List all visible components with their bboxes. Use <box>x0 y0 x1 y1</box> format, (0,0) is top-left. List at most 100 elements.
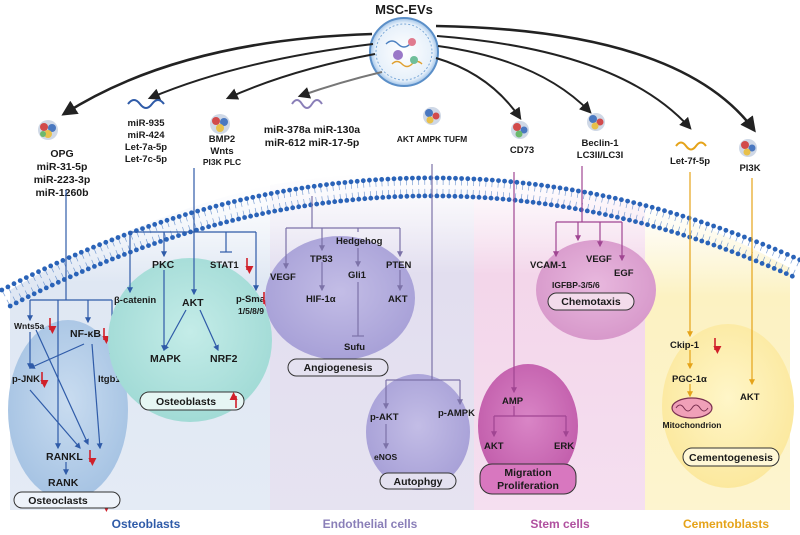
mirna-line-4: Let-7c-5p <box>125 154 167 165</box>
column-cemento: Cementoblasts <box>683 517 769 531</box>
hif-node: HIF-1α <box>306 294 336 305</box>
mapk-node: MAPK <box>150 353 181 365</box>
opg-line-3: miR-223-3p <box>34 174 91 186</box>
erk-node: ERK <box>554 441 574 452</box>
column-osteoblasts: Osteoblasts <box>112 517 181 531</box>
column-stem: Stem cells <box>530 517 590 531</box>
bmp-line-1: BMP2 <box>209 134 235 145</box>
opg-line-4: miR-1260b <box>35 187 88 199</box>
rna-icon-angio <box>291 99 323 109</box>
protein-icon-opg <box>38 120 58 140</box>
enos-node: eNOS <box>374 452 397 462</box>
beclin-line-1: Beclin-1 <box>582 138 620 149</box>
source-label: MSC-EVs <box>375 2 433 17</box>
osteoclast-outcome: Osteoclasts <box>28 495 88 507</box>
migration-akt-node: AKT <box>484 441 504 452</box>
opg-line-2: miR-31-5p <box>37 161 88 173</box>
protein-icon-pi3k <box>739 139 757 157</box>
egf-node: EGF <box>614 268 634 279</box>
angiogenesis-oval <box>265 236 415 360</box>
rna-icon-let7f <box>675 141 707 151</box>
mitochondrion-icon <box>671 397 713 419</box>
osteoblast-panel: β-catenin PKC AKT STAT1 p-Smad 1/5/8/9 M… <box>108 168 272 422</box>
cemento-outcome-pill <box>682 447 780 467</box>
pampk-node: p-AMPK <box>438 408 475 419</box>
angiogenesis-panel: VEGF TP53 HIF-1α Hedgehog Gli1 Sufu PTEN… <box>265 196 415 377</box>
migration-outcome-box <box>479 463 577 495</box>
sufu-node: Sufu <box>344 342 365 353</box>
msc-ev-vesicle <box>369 17 439 87</box>
opg-line-1: OPG <box>50 148 73 160</box>
osteoclast-panel: Wnts5a NF-κB p-JNK Itgb1 RANKL RANK Oste… <box>8 190 133 512</box>
angiogenesis-outcome: Angiogenesis <box>304 362 373 374</box>
let7f-label: Let-7f-5p <box>670 156 710 167</box>
pi3k-label: PI3K <box>739 163 760 174</box>
mirna-line-3: Let-7a-5p <box>125 142 167 153</box>
stat1-node: STAT1 <box>210 260 239 271</box>
mito-node: Mitochondrion <box>662 420 721 430</box>
protein-icons <box>38 99 757 157</box>
autophagy-outcome-pill <box>379 472 457 490</box>
column-labels: Osteoblasts Endothelial cells Stem cells… <box>112 517 770 531</box>
cementogenesis-panel: Ckip-1 PGC-1α Mitochondrion AKT Cementog… <box>662 172 794 488</box>
mirna-line-2: miR-424 <box>128 130 166 141</box>
bmp-line-2: Wnts <box>210 146 233 157</box>
vcam-node: VCAM-1 <box>530 260 567 271</box>
angiogenesis-outcome-pill <box>287 358 389 377</box>
migration-outcome-line-2: Proliferation <box>497 480 559 492</box>
pten-node: PTEN <box>386 260 411 271</box>
protein-icon-cd73 <box>511 121 529 139</box>
chemo-vegf-node: VEGF <box>586 254 612 265</box>
hedgehog-node: Hedgehog <box>336 236 383 247</box>
angio-vegf-node: VEGF <box>270 272 296 283</box>
pkc-node: PKC <box>152 259 175 271</box>
tp53-node: TP53 <box>310 254 333 265</box>
cargo-labels: OPG miR-31-5p miR-223-3p miR-1260b miR-9… <box>34 118 761 199</box>
nfkb-node: NF-κB <box>70 328 101 340</box>
psmad-node: p-Smad <box>236 294 271 305</box>
cemento-oval <box>662 324 794 488</box>
angio-akt-node: AKT <box>388 294 408 305</box>
protein-icon-bmp2 <box>210 114 230 134</box>
protein-icon-akt-ampk <box>423 107 441 125</box>
osteoblast-oval <box>108 258 272 422</box>
rankl-node: RANKL <box>46 451 83 463</box>
rna-icon-mirna <box>127 99 165 109</box>
autophagy-outcome: Autophgy <box>394 476 443 488</box>
angio-mirna-line-2: miR-612 miR-17-5p <box>265 137 360 149</box>
akt-ampk-tufm-label: AKT AMPK TUFM <box>397 134 468 144</box>
osteoblast-outcome-pill <box>139 391 245 411</box>
cell-membrane <box>0 175 800 309</box>
nrf2-node: NRF2 <box>210 353 238 365</box>
cemento-outcome: Cementogenesis <box>689 452 773 464</box>
beclin-line-2: LC3II/LC3I <box>577 150 623 161</box>
wnt5a-node: Wnts5a <box>14 321 45 331</box>
pakt-node: p-AKT <box>370 412 399 423</box>
bcatenin-node: β-catenin <box>114 295 156 306</box>
osteoclast-outcome-pill <box>13 491 121 509</box>
chemotaxis-outcome: Chemotaxis <box>561 296 621 308</box>
amp-node: AMP <box>502 396 524 407</box>
down-arrows-osteoblast <box>245 258 271 308</box>
osteoblast-outcome: Osteoblasts <box>156 396 216 408</box>
cd73-label: CD73 <box>510 145 534 156</box>
gli1-node: Gli1 <box>348 270 367 281</box>
osteoblast-akt-node: AKT <box>182 297 204 309</box>
ev-release-arrows <box>61 24 756 133</box>
column-endothelial: Endothelial cells <box>323 517 418 531</box>
chemotaxis-oval <box>536 240 656 340</box>
angio-mirna-line-1: miR-378a miR-130a <box>264 124 360 136</box>
migration-panel: AMP AKT ERK Migration Proliferation <box>478 172 578 495</box>
bmp-line-3: PI3K PLC <box>203 157 241 167</box>
rank-node: RANK <box>48 477 79 489</box>
migration-oval <box>478 364 578 488</box>
pjnk-node: p-JNK <box>12 374 40 385</box>
protein-icon-beclin <box>587 113 605 131</box>
pgc-node: PGC-1α <box>672 374 707 385</box>
psmad-sub-node: 1/5/8/9 <box>238 306 264 316</box>
chemotaxis-outcome-pill <box>547 292 635 311</box>
chemotaxis-panel: VCAM-1 VEGF EGF IGFBP-3/5/6 Chemotaxis <box>530 166 656 340</box>
itgb1-node: Itgb1 <box>98 374 121 385</box>
